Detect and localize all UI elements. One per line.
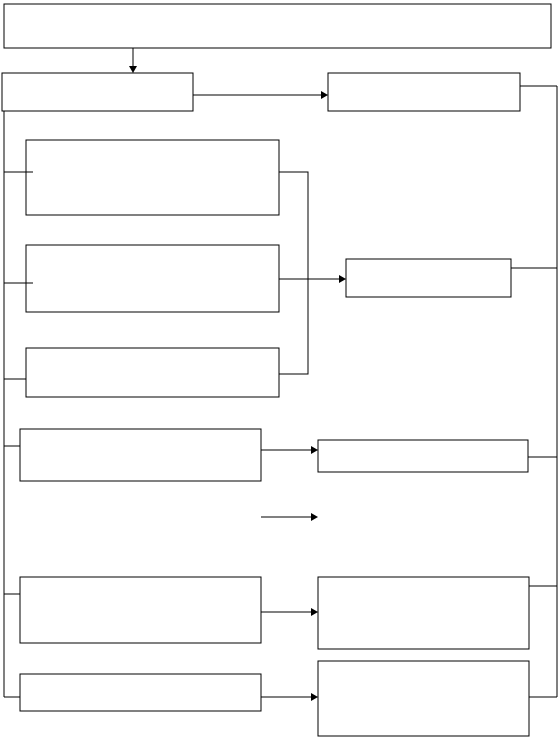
boxes-layer <box>1 3 552 737</box>
box-left-4 <box>19 428 262 482</box>
connectors-layer <box>3 48 558 701</box>
box-left-head-frame <box>1 72 194 112</box>
box-right-6 <box>317 660 530 737</box>
box-left-1-frame <box>25 139 280 216</box>
standalone-arrowhead <box>311 513 318 521</box>
box-left-2-frame <box>25 244 280 313</box>
box-right-5 <box>317 576 530 650</box>
box-left-1 <box>25 139 280 216</box>
box-right-4-frame <box>317 439 529 473</box>
arrowhead-right-4 <box>311 446 318 454</box>
arrowhead-right-6 <box>311 693 318 701</box>
box-top-frame <box>3 3 552 49</box>
arrowhead-middle-right <box>339 275 346 283</box>
arrowhead-right-head <box>321 91 328 99</box>
box-top <box>3 3 552 49</box>
arrowhead-right-5 <box>311 608 318 616</box>
box-middle-right-frame <box>345 258 512 298</box>
box-right-head-frame <box>327 72 521 112</box>
box-right-5-frame <box>317 576 530 650</box>
box-left-6 <box>19 673 262 712</box>
box-left-4-frame <box>19 428 262 482</box>
box-right-head <box>327 72 521 112</box>
box-right-4 <box>317 439 529 473</box>
box-left-5-frame <box>19 576 262 644</box>
box-left-2 <box>25 244 280 313</box>
bracket-left-1-to-middle-right <box>279 171 309 375</box>
box-middle-right <box>345 258 512 298</box>
box-left-6-frame <box>19 673 262 712</box>
box-left-3-frame <box>25 347 280 398</box>
arrowhead-left-head <box>129 66 137 73</box>
box-left-5 <box>19 576 262 644</box>
box-left-head <box>1 72 194 112</box>
box-left-3 <box>25 347 280 398</box>
box-right-6-frame <box>317 660 530 737</box>
